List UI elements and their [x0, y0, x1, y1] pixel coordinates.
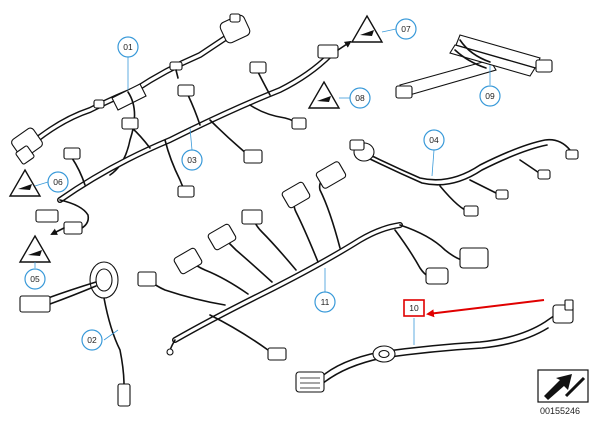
callout-06[interactable]: 06	[47, 171, 69, 193]
highlight-arrow	[426, 299, 545, 318]
warning-triangle-icon	[307, 80, 341, 109]
connector-01-left	[11, 127, 43, 165]
callout-07[interactable]: 07	[395, 18, 417, 40]
callout-leaders	[34, 28, 491, 345]
cable-part-02[interactable]	[19, 261, 131, 407]
callout-11-label: 11	[321, 297, 330, 307]
callout-04[interactable]: 04	[423, 129, 445, 151]
harness-part-01[interactable]	[10, 13, 251, 176]
callout-11[interactable]: 11	[314, 291, 336, 313]
connector-10-left	[295, 371, 325, 393]
harness-part-03[interactable]	[35, 40, 352, 235]
connector-01-top	[219, 13, 251, 44]
ribbon-part-09[interactable]	[395, 34, 553, 99]
callout-08-label: 08	[355, 93, 365, 103]
callout-06-label: 06	[53, 177, 63, 187]
callout-08[interactable]: 08	[349, 87, 371, 109]
orientation-logo	[537, 369, 589, 403]
callout-01[interactable]: 01	[117, 36, 139, 58]
callout-03[interactable]: 03	[181, 149, 203, 171]
callout-03-label: 03	[187, 155, 197, 165]
callout-01-label: 01	[123, 42, 133, 52]
reference-number: 00155246	[540, 406, 580, 416]
warning-triangle-icon	[8, 168, 42, 197]
callout-05[interactable]: 05	[24, 268, 46, 290]
callout-09[interactable]: 09	[479, 85, 501, 107]
callout-07-label: 07	[401, 24, 411, 34]
warning-triangle-icon	[350, 14, 384, 43]
callout-10[interactable]: 10	[403, 299, 425, 317]
callout-04-label: 04	[429, 135, 439, 145]
harness-part-04[interactable]	[349, 138, 579, 217]
callout-05-label: 05	[30, 274, 40, 284]
callout-02-label: 02	[87, 335, 97, 345]
callout-10-label: 10	[409, 303, 419, 313]
cable-part-10[interactable]	[295, 299, 574, 393]
callout-02[interactable]: 02	[81, 329, 103, 351]
highlight-box	[403, 299, 425, 317]
warning-triangle-icon	[18, 234, 52, 263]
harness-part-11[interactable]	[137, 161, 489, 361]
callout-09-label: 09	[485, 91, 495, 101]
connector-10-right	[552, 299, 574, 324]
